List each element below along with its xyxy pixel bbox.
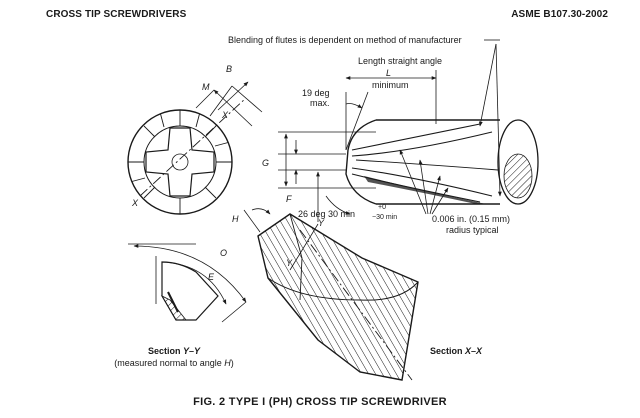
- section-x-x-view: [243, 208, 419, 381]
- figure-caption: FIG. 2 TYPE I (PH) CROSS TIP SCREWDRIVER: [193, 396, 447, 408]
- dim-y-mid-label: Y: [286, 258, 293, 268]
- tip-angle-max: max.: [310, 98, 330, 108]
- dim-f-label: F: [286, 194, 292, 204]
- dim-b-label: B: [226, 64, 232, 74]
- dim-x-top-label: X: [221, 110, 229, 120]
- dim-e-label: E: [208, 272, 215, 282]
- end-view: [127, 81, 263, 215]
- radius-note: 0.006 in. (0.15 mm): [432, 214, 510, 224]
- header-left-title: CROSS TIP SCREWDRIVERS: [46, 9, 187, 20]
- side-view: [278, 39, 539, 222]
- dim-l-label: L: [386, 68, 391, 78]
- length-min-note: minimum: [372, 80, 409, 90]
- length-note: Length straight angle: [358, 56, 442, 66]
- dim-o-label: O: [220, 248, 227, 258]
- flute-angle-tol-minus: −30 min: [372, 214, 397, 221]
- section-y-y-view: [128, 243, 247, 323]
- section-y-y-subtitle: (measured normal to angle H): [114, 358, 234, 368]
- tip-angle-value: 19 deg: [302, 88, 330, 98]
- flutes-note: Blending of flutes is dependent on metho…: [228, 35, 462, 45]
- dim-y-top-label: Y: [318, 218, 325, 228]
- flute-angle-value: 26 deg 30 min: [298, 209, 355, 219]
- dim-m-label: M: [202, 82, 210, 92]
- header-standard-number: ASME B107.30-2002: [511, 9, 608, 20]
- radius-typical-note: radius typical: [446, 225, 499, 235]
- dim-g-label: G: [262, 158, 269, 168]
- flute-angle-tol-plus: +0: [378, 204, 386, 211]
- dim-x-bottom-label: X: [131, 198, 139, 208]
- section-y-y-title: Section Y–Y: [148, 346, 201, 356]
- section-x-x-title: Section X–X: [430, 346, 483, 356]
- dim-h-label: H: [232, 214, 239, 224]
